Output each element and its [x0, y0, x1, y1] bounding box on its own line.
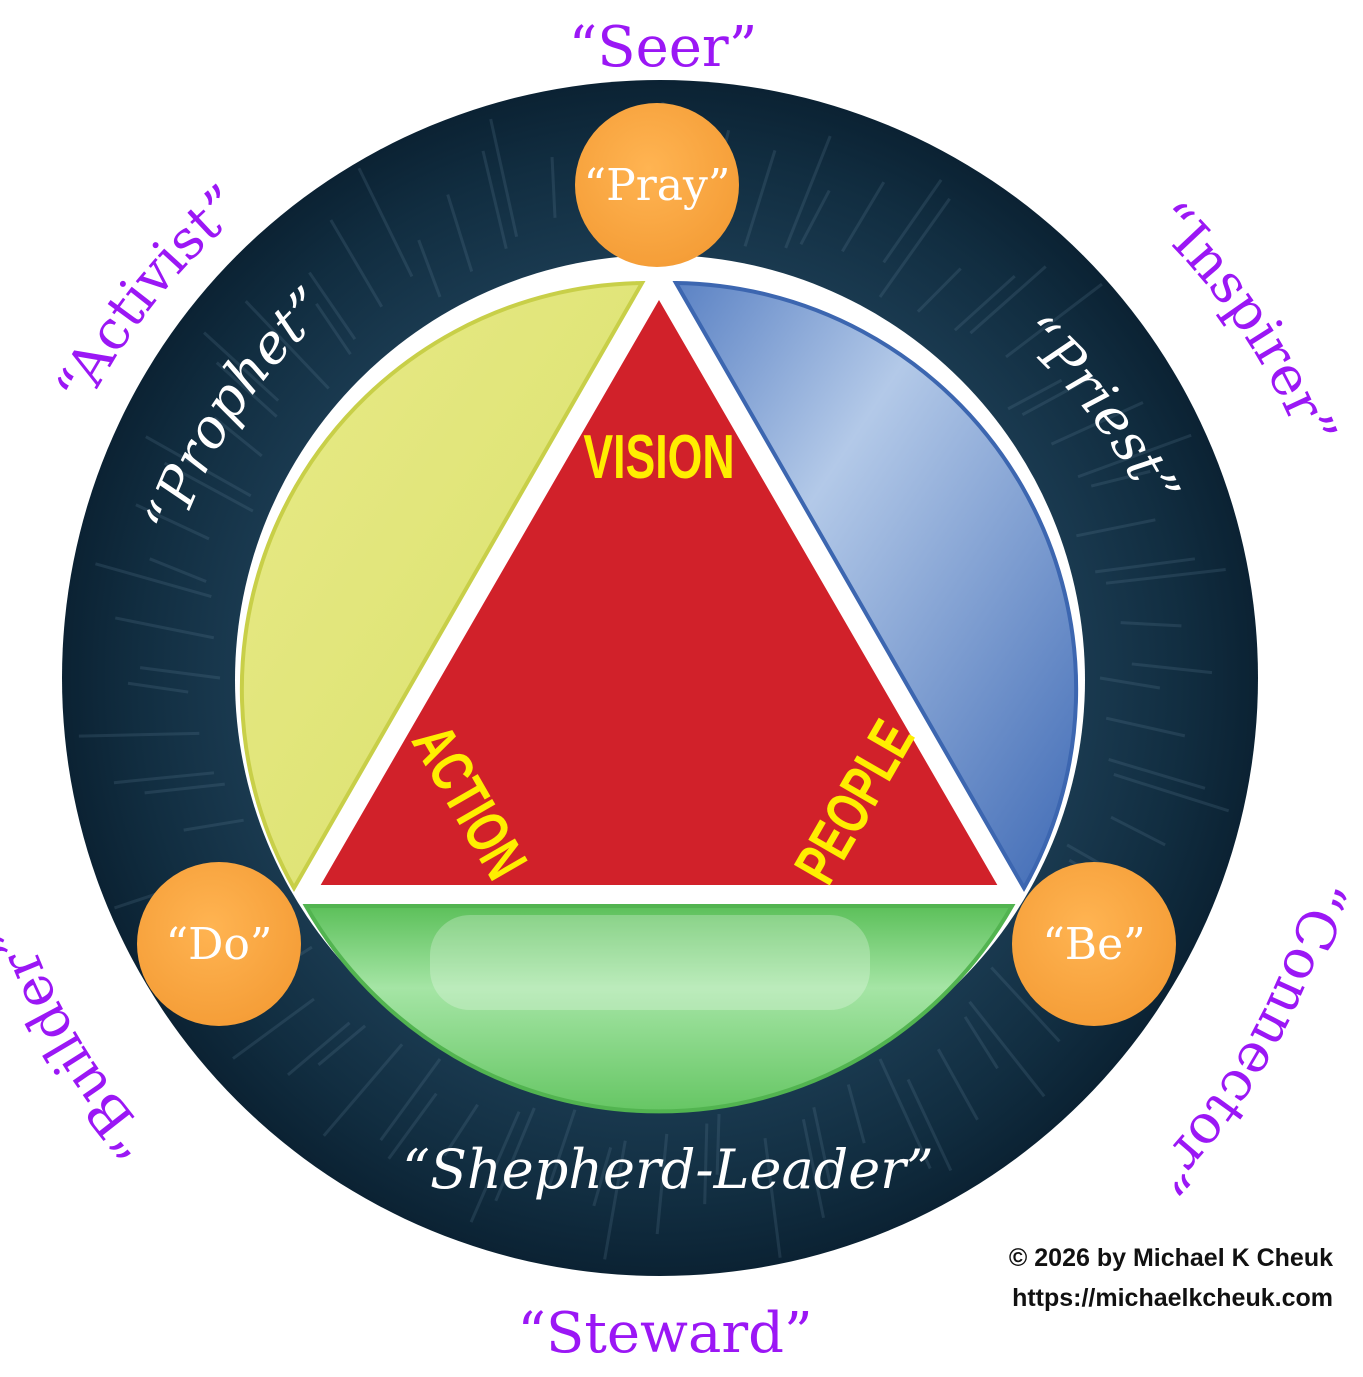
ring-texture-stroke	[801, 1118, 825, 1219]
ring-texture-stroke	[287, 1021, 351, 1077]
seer-label: “Seer”	[569, 15, 758, 80]
ring-texture-stroke	[1113, 773, 1230, 813]
ring-texture-stroke	[139, 666, 221, 680]
ring-texture-stroke	[203, 331, 280, 402]
ring-texture-stroke	[244, 300, 330, 390]
ring-texture-stroke	[145, 435, 252, 498]
ring-texture-stroke	[1105, 716, 1186, 738]
ring-texture-stroke	[446, 194, 474, 272]
ring-texture-stroke	[1021, 374, 1094, 416]
central-triangle	[307, 285, 1011, 895]
ring-texture-stroke	[968, 1000, 1046, 1098]
ring-texture-stroke	[969, 265, 1047, 335]
ring-texture-stroke	[882, 178, 943, 264]
vision-label: VISION	[583, 423, 734, 492]
shepherd-leader-label: “Shepherd-Leader”	[402, 1138, 933, 1201]
segment-priest	[672, 280, 1079, 893]
ring-texture-stroke	[1120, 621, 1182, 628]
ring-texture-stroke	[469, 1111, 521, 1223]
ring-texture-stroke	[655, 1133, 669, 1235]
ring-texture-stroke	[489, 118, 519, 238]
ring-texture-stroke	[799, 189, 831, 246]
ring-texture-stroke	[135, 503, 210, 541]
ring-texture-stroke	[1105, 568, 1226, 585]
ring-texture-stroke	[308, 271, 357, 340]
ring-texture-stroke	[149, 557, 207, 583]
ring-texture-stroke	[784, 135, 832, 249]
ring-texture-stroke	[322, 1043, 404, 1137]
segment-shepherd	[302, 904, 1016, 1114]
ring-texture-stroke	[603, 1140, 627, 1260]
segment-prophet	[239, 280, 646, 893]
ring-texture-stroke	[841, 181, 886, 253]
ring-texture-stroke	[78, 731, 200, 738]
ring-texture-stroke	[144, 782, 225, 795]
ring-texture-stroke	[127, 681, 189, 694]
ring-texture-stroke	[379, 1058, 442, 1142]
ring-texture-stroke	[481, 150, 508, 250]
ring-texture-stroke	[95, 562, 212, 598]
ring-texture-stroke	[1050, 401, 1144, 446]
ring-texture-stroke	[232, 997, 315, 1060]
ring-texture-stroke	[846, 1084, 866, 1144]
do-node: “Do”	[137, 862, 301, 1026]
copyright-text: © 2026 by Michael K Cheuk	[1008, 1244, 1333, 1272]
ring-texture-stroke	[317, 1024, 367, 1066]
ring-texture-stroke	[878, 1058, 932, 1170]
ring-texture-stroke	[963, 1016, 999, 1070]
ring-texture-stroke	[1131, 662, 1213, 675]
ring-texture-stroke	[1077, 433, 1192, 479]
ring-texture-stroke	[547, 1109, 577, 1187]
ring-texture-stroke	[1090, 469, 1151, 488]
ring-texture-stroke	[1007, 378, 1063, 411]
ring-texture-stroke	[936, 1048, 979, 1121]
segment-gloss	[430, 915, 870, 1010]
ring-texture-stroke	[1099, 676, 1161, 690]
ring-texture-stroke	[916, 267, 962, 313]
ring-texture-stroke	[592, 1146, 613, 1207]
be-node: “Be”	[1012, 862, 1176, 1026]
ring-texture-stroke	[953, 275, 1016, 332]
ring-texture-stroke	[357, 167, 414, 278]
ring-texture-stroke	[494, 1107, 536, 1202]
ring-texture-stroke	[417, 239, 442, 298]
ring-texture-stroke	[990, 966, 1061, 1043]
ring-texture-stroke	[387, 1092, 438, 1160]
ring-texture-stroke	[763, 1137, 782, 1258]
ring-texture-stroke	[163, 461, 254, 513]
do-label: “Do”	[166, 919, 273, 970]
pray-node: “Pray”	[575, 103, 739, 267]
be-label: “Be”	[1042, 919, 1145, 970]
ring-texture-stroke	[743, 149, 777, 247]
ring-texture-stroke	[1076, 518, 1156, 538]
ring-texture-stroke	[329, 219, 383, 308]
ring-texture-stroke	[1005, 282, 1103, 359]
ring-texture-stroke	[703, 1123, 709, 1205]
ring-texture-stroke	[113, 771, 215, 785]
ring-texture-stroke	[550, 156, 557, 218]
ring-texture-stroke	[183, 818, 244, 832]
ring-texture-stroke	[1095, 557, 1196, 574]
ring-texture-stroke	[906, 1078, 953, 1172]
ring-texture-stroke	[1108, 758, 1206, 790]
ring-texture-stroke	[878, 197, 951, 298]
website-url: https://michaelkcheuk.com	[1012, 1284, 1333, 1312]
ring-texture-stroke	[812, 1106, 833, 1187]
pray-label: “Pray”	[584, 160, 731, 211]
ring-texture-stroke	[215, 361, 278, 418]
ring-texture-stroke	[715, 1113, 721, 1175]
ring-texture-stroke	[315, 302, 352, 355]
ring-texture-stroke	[213, 416, 263, 458]
ring-texture-stroke	[1110, 815, 1166, 847]
steward-label: “Steward”	[517, 1301, 812, 1366]
ring-texture-stroke	[115, 616, 215, 640]
ring-texture-stroke	[443, 1103, 479, 1157]
